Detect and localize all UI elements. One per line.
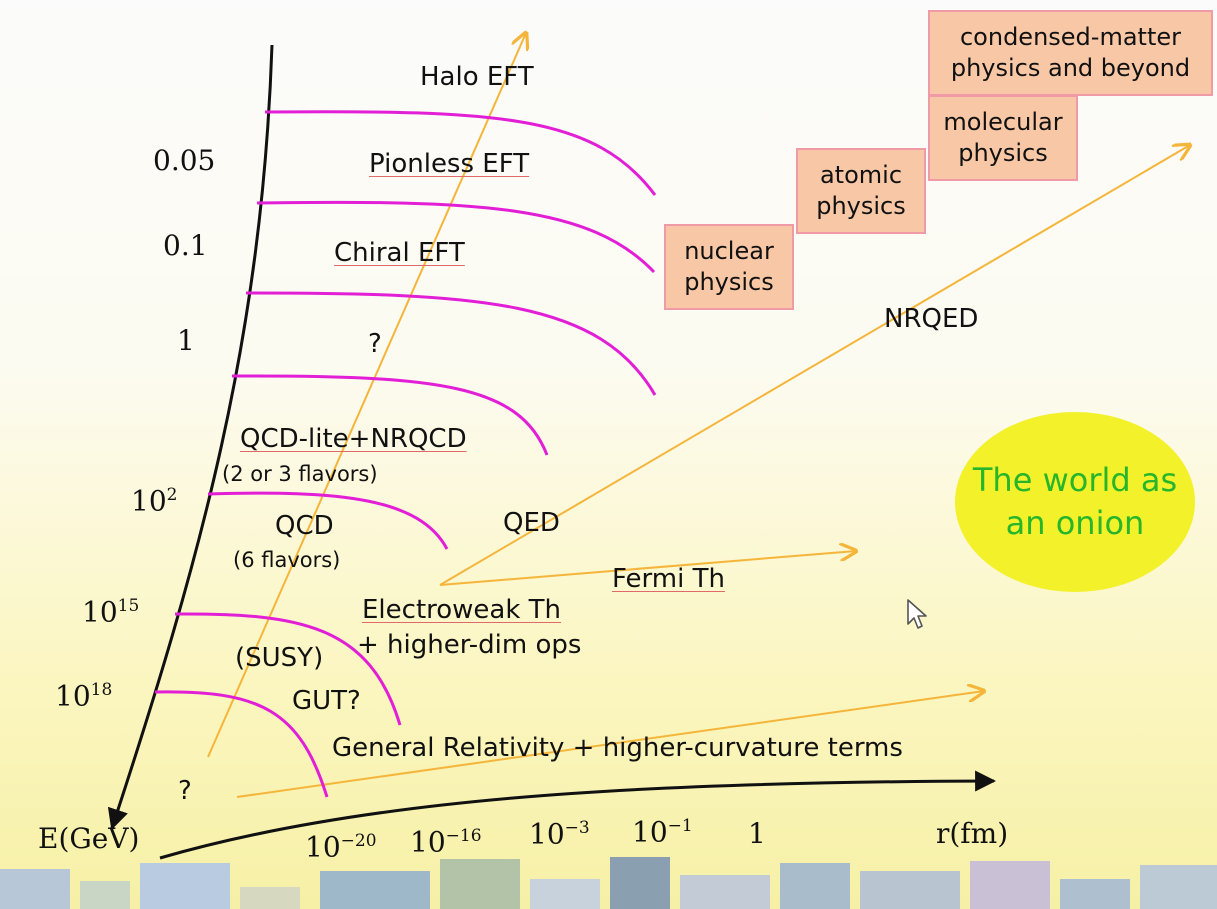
atomic-physics-box: atomic physics: [796, 148, 926, 234]
qcd-lite-flavors-label: (2 or 3 flavors): [222, 462, 378, 486]
qcd-label: QCD: [275, 511, 334, 541]
energy-label-0.1: 0.1: [163, 229, 208, 262]
energy-label-0.05: 0.05: [153, 144, 216, 177]
qcd-flavors-label: (6 flavors): [233, 548, 341, 572]
distance-label-1e-16: 10−16: [410, 825, 482, 859]
energy-axis: [107, 44, 274, 830]
susy-label: (SUSY): [235, 643, 324, 673]
unknown-bottom-label: ?: [178, 776, 192, 806]
chiral-eft-label: Chiral EFT: [334, 238, 465, 268]
energy-label-1e2: 102: [131, 484, 178, 518]
nrqed-label: NRQED: [884, 304, 979, 334]
energy-label-1e18: 1018: [55, 679, 113, 713]
vertical-flow-arrow: [207, 33, 526, 758]
molecular-physics-box: molecular physics: [928, 95, 1078, 181]
energy-label-1: 1: [177, 324, 195, 357]
pionless-eft-label: Pionless EFT: [369, 149, 530, 179]
cutoff-curve: [174, 612, 402, 726]
higher-dim-ops-label: + higher-dim ops: [357, 630, 582, 660]
energy-label-1e15: 1015: [82, 595, 140, 629]
distance-axis-label: r(fm): [936, 817, 1009, 850]
electroweak-label: Electroweak Th: [362, 595, 562, 625]
cutoff-curve: [207, 491, 449, 550]
cutoff-curve: [264, 110, 657, 196]
unknown-theory-label: ?: [368, 329, 382, 359]
fermi-theory-label: Fermi Th: [612, 564, 725, 594]
distance-axis: [159, 770, 997, 860]
qcd-lite-label: QCD-lite+NRQCD: [240, 424, 467, 454]
gr-arrow: [236, 691, 984, 798]
cutoff-curve: [231, 374, 549, 456]
distance-label-1e-3: 10−3: [529, 817, 590, 851]
cutoff-curve: [245, 291, 657, 396]
qed-nrqed-arrow: [439, 145, 1190, 586]
energy-axis-label: E(GeV): [38, 822, 140, 855]
general-relativity-label: General Relativity + higher-curvature te…: [332, 733, 903, 763]
fermi-arrow: [439, 551, 856, 586]
cutoff-curve: [256, 200, 656, 274]
distance-label-1e-1: 10−1: [632, 815, 693, 849]
world-as-onion-ellipse: The world as an onion: [955, 412, 1195, 592]
gut-label: GUT?: [292, 686, 361, 716]
distance-label-1e-20: 10−20: [305, 830, 377, 864]
cutoff-curve: [154, 690, 329, 798]
halo-eft-label: Halo EFT: [420, 62, 534, 92]
mouse-cursor-icon: [907, 599, 927, 629]
condensed-matter-box: condensed-matter physics and beyond: [928, 10, 1213, 96]
qed-label: QED: [503, 508, 560, 538]
city-skyline-decoration: [0, 855, 1217, 909]
distance-label-1: 1: [748, 817, 766, 850]
nuclear-physics-box: nuclear physics: [664, 224, 794, 310]
